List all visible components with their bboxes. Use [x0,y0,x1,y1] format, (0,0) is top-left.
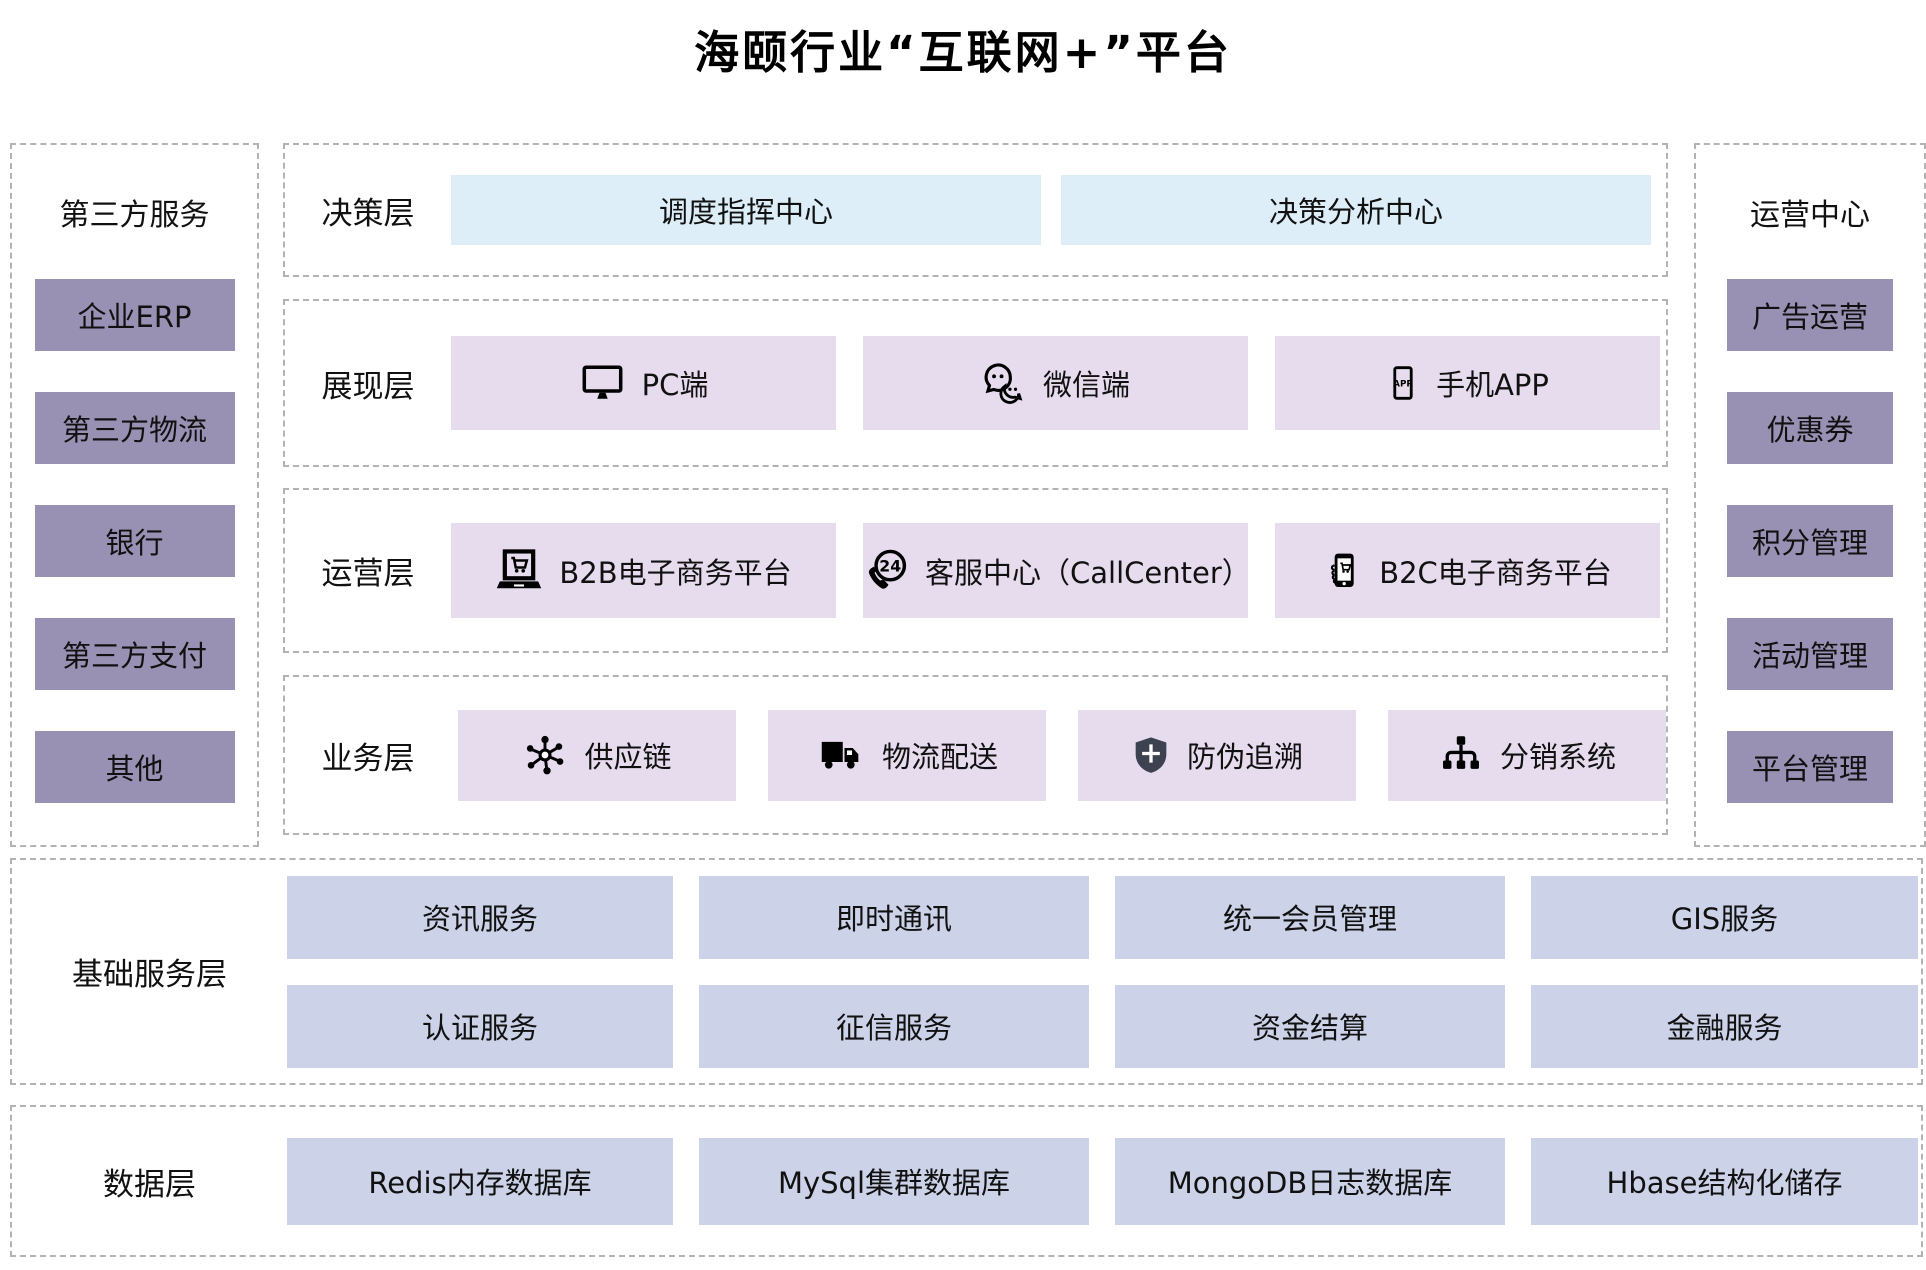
phone-24-icon: 24 [863,548,909,594]
base-service-layer-section: 基础服务层 资讯服务 即时通讯 统一会员管理 GIS服务 认证服务 征信服务 资… [10,858,1923,1085]
pc-client-label: PC端 [641,368,709,402]
business-layer-label: 业务层 [321,740,415,777]
truck-icon [816,734,866,776]
decision-layer-items: 调度指挥中心 决策分析中心 [451,175,1651,245]
mysql-db-box: MySql集群数据库 [699,1137,1089,1225]
operation-item-ads: 广告运营 [1727,279,1893,351]
third-party-item-bank: 银行 [34,505,235,577]
third-party-services-panel: 第三方服务 企业ERP 第三方物流 银行 第三方支付 其他 [10,143,259,847]
sitemap-icon [1438,733,1484,777]
operation-item-coupon: 优惠券 [1727,392,1893,464]
business-layer-row: 业务层 [283,675,1668,835]
unified-member-management-box: 统一会员管理 [1115,875,1505,959]
svg-text:APP: APP [1393,379,1413,389]
anti-counterfeit-box: 防伪追溯 [1078,709,1356,801]
b2b-platform-box: B2B电子商务平台 [451,523,836,618]
business-layer-items: 供应链 物流配送 [458,709,1666,801]
operation-center-panel: 运营中心 广告运营 优惠券 积分管理 活动管理 平台管理 [1694,143,1926,847]
network-icon [522,733,568,777]
laptop-cart-icon [495,548,543,594]
hbase-storage-box: Hbase结构化储存 [1531,1137,1918,1225]
b2c-platform-box: B2C电子商务平台 [1275,523,1660,618]
third-party-services-title: 第三方服务 [59,198,210,233]
b2c-platform-label: B2C电子商务平台 [1379,555,1612,590]
svg-text:24: 24 [879,556,901,575]
operation-layer-row: 运营层 B2B电子商务平台 [283,488,1668,653]
page-title: 海颐行业“互联网+”平台 [694,26,1232,79]
redis-db-box: Redis内存数据库 [287,1137,673,1225]
data-layer-label: 数据层 [103,1166,196,1203]
financial-service-box: 金融服务 [1531,984,1918,1068]
wechat-icon [981,362,1027,404]
monitor-icon [579,362,626,404]
data-layer-grid: Redis内存数据库 MySql集群数据库 MongoDB日志数据库 Hbase… [287,1107,1918,1255]
third-party-item-other: 其他 [34,731,235,803]
presentation-layer-items: PC端 微信端 [451,336,1660,430]
decision-layer-row: 决策层 调度指挥中心 决策分析中心 [283,143,1668,277]
hand-phone-icon [1323,547,1363,595]
anti-counterfeit-label: 防伪追溯 [1186,740,1303,774]
presentation-layer-row: 展现层 PC端 [283,299,1668,467]
phone-app-icon: APP [1386,360,1420,406]
base-service-layer-label: 基础服务层 [72,957,227,993]
call-center-box: 24 客服中心（CallCenter） [863,523,1251,618]
operation-item-points: 积分管理 [1727,505,1893,577]
supply-chain-box: 供应链 [458,709,736,801]
base-service-grid: 资讯服务 即时通讯 统一会员管理 GIS服务 认证服务 征信服务 资金结算 金融… [287,860,1918,1083]
instant-messaging-box: 即时通讯 [699,875,1089,959]
mobile-app-box: APP 手机APP [1275,336,1660,430]
third-party-item-payment: 第三方支付 [34,618,235,690]
supply-chain-label: 供应链 [584,740,672,774]
operation-layer-label: 运营层 [321,556,415,592]
data-layer-section: 数据层 Redis内存数据库 MySql集群数据库 MongoDB日志数据库 H… [10,1105,1923,1257]
b2b-platform-label: B2B电子商务平台 [559,555,792,590]
operation-item-activity: 活动管理 [1727,618,1893,690]
info-service-box: 资讯服务 [287,875,673,959]
mongodb-db-box: MongoDB日志数据库 [1115,1137,1505,1225]
credit-service-box: 征信服务 [699,984,1089,1068]
shield-icon [1131,732,1171,778]
operation-item-platform: 平台管理 [1727,731,1893,803]
third-party-item-erp: 企业ERP [34,279,235,351]
authentication-service-box: 认证服务 [287,984,673,1068]
distribution-system-label: 分销系统 [1499,740,1616,774]
presentation-layer-label: 展现层 [321,368,415,405]
call-center-label: 客服中心（CallCenter） [925,555,1251,590]
dispatch-command-center-box: 调度指挥中心 [451,175,1041,245]
logistics-delivery-box: 物流配送 [768,709,1046,801]
decision-layer-label: 决策层 [321,195,415,232]
third-party-item-logistics: 第三方物流 [34,392,235,464]
distribution-system-box: 分销系统 [1388,709,1666,801]
pc-client-box: PC端 [451,336,836,430]
gis-service-box: GIS服务 [1531,875,1918,959]
operation-center-title: 运营中心 [1750,198,1870,233]
wechat-client-box: 微信端 [863,336,1248,430]
operation-layer-items: B2B电子商务平台 24 客服中心（CallCenter） [451,523,1660,618]
logistics-delivery-label: 物流配送 [881,740,998,774]
mobile-app-label: 手机APP [1436,368,1549,402]
fund-settlement-box: 资金结算 [1115,984,1505,1068]
decision-analysis-center-box: 决策分析中心 [1061,175,1651,245]
wechat-client-label: 微信端 [1042,368,1130,402]
